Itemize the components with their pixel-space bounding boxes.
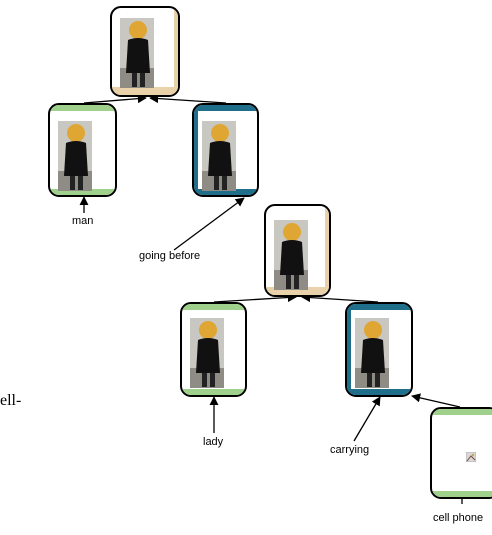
arrow-going-before xyxy=(173,197,245,251)
node-mid xyxy=(264,204,331,297)
person-with-phone-photo xyxy=(355,318,389,388)
node-band xyxy=(182,304,245,310)
node-band xyxy=(347,389,411,395)
node-band xyxy=(50,189,115,195)
edge-lady-to-mid xyxy=(213,292,297,303)
node-band xyxy=(432,409,492,415)
node-lady xyxy=(180,302,247,397)
node-band xyxy=(194,189,257,195)
edge-rel-to-root xyxy=(149,93,227,104)
person-with-phone-photo xyxy=(120,18,154,88)
arrow-carrying xyxy=(353,396,381,442)
person-with-phone-photo xyxy=(274,220,308,290)
node-root xyxy=(110,6,180,97)
node-band xyxy=(50,105,115,111)
edge-cellphone-to-carry xyxy=(411,393,461,408)
node-man xyxy=(48,103,117,197)
node-band xyxy=(347,304,351,395)
node-band xyxy=(182,389,245,395)
node-cell-phone xyxy=(430,407,492,499)
person-with-phone-photo xyxy=(58,121,92,191)
node-band xyxy=(347,304,411,310)
person-with-phone-photo xyxy=(190,318,224,388)
edge-man-to-root xyxy=(83,94,147,104)
node-band xyxy=(194,105,198,195)
node-band xyxy=(432,491,492,497)
node-band xyxy=(112,87,178,95)
small-image-icon xyxy=(465,449,477,463)
node-going-before xyxy=(192,103,259,197)
label-lady: lady xyxy=(203,436,224,448)
node-band xyxy=(325,206,329,295)
person-with-phone-photo xyxy=(202,121,236,191)
node-band xyxy=(194,105,257,111)
side-text-fragment: ell- xyxy=(0,392,22,409)
node-carrying xyxy=(345,302,413,397)
node-band xyxy=(174,8,178,95)
node-band xyxy=(266,287,329,295)
label-man: man xyxy=(72,215,94,227)
label-going-before: going before xyxy=(139,250,201,262)
label-carrying: carrying xyxy=(330,444,370,456)
label-cell-phone: cell phone xyxy=(433,512,484,524)
edge-carry-to-mid xyxy=(301,292,379,303)
